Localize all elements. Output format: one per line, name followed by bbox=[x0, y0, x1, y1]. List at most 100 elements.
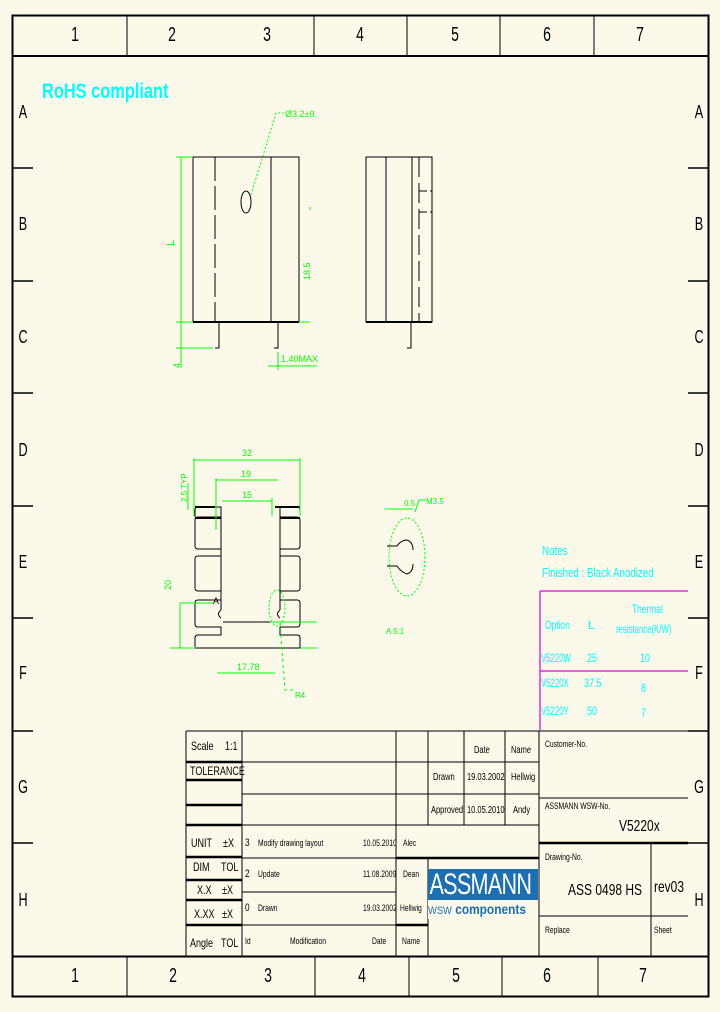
options-header-l: L bbox=[588, 618, 595, 632]
options-row-2-thermal: 8 bbox=[641, 681, 647, 695]
zone-row-d: D bbox=[18, 440, 28, 460]
options-header-thermal-2: resistance(K/W) bbox=[616, 622, 672, 636]
detail-scale-label: A 5:1 bbox=[386, 627, 405, 636]
zone-column-3-bottom: 3 bbox=[264, 965, 272, 987]
options-row-3-l: 50 bbox=[587, 704, 598, 718]
bottom-17-78-dim: 17.78 bbox=[237, 662, 260, 672]
revision-3-date: 10.05.2010 bbox=[363, 838, 397, 848]
hole-diameter-dim: Ø3.2±0. bbox=[285, 109, 317, 119]
options-header-thermal-1: Thermal bbox=[632, 602, 663, 616]
zone-column-6: 6 bbox=[543, 24, 551, 46]
revision-0-date: 19.03.2002 bbox=[363, 903, 397, 913]
detail-radius-dim: 0.5 bbox=[404, 499, 416, 508]
tol-angle: Angle bbox=[190, 936, 214, 950]
tol-unit: UNIT bbox=[191, 836, 212, 850]
zone-row-h: H bbox=[18, 890, 28, 910]
zone-column-4: 4 bbox=[356, 24, 364, 46]
revision-value: rev03 bbox=[654, 879, 685, 896]
zone-row-g: G bbox=[18, 777, 28, 797]
rohs-compliant-label: RoHS compliant bbox=[42, 80, 169, 103]
zone-row-e: E bbox=[18, 552, 28, 572]
options-row-3-thermal: 7 bbox=[641, 706, 647, 720]
zone-column-7-bottom: 7 bbox=[639, 965, 647, 987]
front-view-drawing: Ø3.2±0. L 18.5 1.40MAX 4 bbox=[165, 109, 318, 370]
rev-header-modification: Modification bbox=[290, 936, 327, 946]
notes-title: Notes bbox=[542, 543, 568, 558]
zone-row-a-right: A bbox=[694, 102, 704, 122]
approved-label: Approved bbox=[431, 805, 464, 816]
tol-dim-value: TOL bbox=[221, 860, 239, 874]
revision-0-id: 0 bbox=[245, 902, 250, 914]
zone-row-e-right: E bbox=[694, 552, 704, 572]
inner-height-dim: 18.5 bbox=[302, 262, 312, 280]
detail-view-drawing: 0.5 M3.5 A 5:1 bbox=[385, 497, 444, 636]
width-15-dim: 15 bbox=[242, 490, 252, 500]
zone-row-b-right: B bbox=[694, 214, 704, 234]
scale-label: Scale bbox=[191, 739, 214, 753]
rev-header-date: Date bbox=[372, 936, 387, 946]
assmann-no-value: V5220x bbox=[619, 818, 660, 835]
zone-column-2-bottom: 2 bbox=[169, 965, 177, 987]
approved-name: Andy bbox=[513, 805, 531, 816]
zone-row-c: C bbox=[18, 327, 28, 347]
zone-column-3: 3 bbox=[263, 24, 271, 46]
revision-2-id: 2 bbox=[245, 868, 250, 880]
options-table-frame bbox=[539, 590, 688, 730]
revision-0-name: Hellwig bbox=[400, 903, 422, 913]
notes-finish: Finished : Black Anodized bbox=[542, 565, 654, 580]
options-row-2-l: 37.5 bbox=[584, 676, 602, 690]
zone-column-5: 5 bbox=[451, 24, 459, 46]
revision-0-modification: Drawn bbox=[258, 903, 278, 913]
logo-main-text: ASSMANN bbox=[428, 869, 538, 900]
zone-row-a: A bbox=[18, 102, 28, 122]
rev-header-name: Name bbox=[402, 936, 421, 946]
assmann-logo: ASSMANN WSW components bbox=[428, 869, 538, 919]
options-row-2-option: V5220X bbox=[541, 676, 569, 690]
drawn-date: 19.03.2002 bbox=[467, 772, 505, 783]
detail-thread-dim: M3.5 bbox=[426, 497, 444, 506]
revision-2-modification: Update bbox=[258, 869, 280, 879]
width-32-dim: 32 bbox=[242, 448, 252, 458]
tol-x-x-value: ±X bbox=[222, 883, 233, 897]
tol-x-xx: X.XX bbox=[194, 907, 215, 921]
zone-row-f: F bbox=[19, 663, 27, 683]
height-20-dim: 20 bbox=[163, 580, 173, 590]
drawing-no-label: Drawing-No. bbox=[545, 852, 583, 862]
assmann-no-label: ASSMANN WSW-No. bbox=[545, 801, 611, 811]
options-row-3-option: V5220Y bbox=[541, 704, 569, 718]
scale-value: 1:1 bbox=[225, 739, 238, 753]
customer-no-label: Customer-No. bbox=[545, 739, 588, 749]
zone-column-2: 2 bbox=[168, 24, 176, 46]
fin-typ-dim: 2.5 TYP bbox=[180, 473, 189, 502]
options-row-1-thermal: 10 bbox=[640, 651, 651, 665]
sheet-label: Sheet bbox=[654, 925, 672, 935]
tol-unit-value: ±X bbox=[223, 836, 234, 850]
rev-header-id: Id bbox=[245, 936, 251, 946]
date-header: Date bbox=[474, 745, 490, 756]
zone-column-6-bottom: 6 bbox=[543, 965, 551, 987]
zone-row-h-right: H bbox=[694, 890, 704, 910]
r4-leader-label: R4 bbox=[295, 691, 306, 700]
width-19-dim: 19 bbox=[241, 469, 251, 479]
replace-label: Replace bbox=[545, 925, 570, 935]
zone-column-7: 7 bbox=[636, 24, 644, 46]
name-header: Name bbox=[511, 745, 532, 756]
drawn-name: Hellwig bbox=[511, 772, 536, 783]
zone-row-d-right: D bbox=[694, 440, 704, 460]
bottom-dim: 4 bbox=[172, 363, 182, 368]
revision-3-id: 3 bbox=[245, 837, 250, 849]
zone-column-4-bottom: 4 bbox=[358, 965, 366, 987]
options-row-1-l: 25 bbox=[587, 651, 598, 665]
revision-3-name: Alec bbox=[403, 838, 417, 848]
zone-row-b: B bbox=[18, 214, 28, 234]
zone-row-f-right: F bbox=[695, 663, 703, 683]
zone-column-1-bottom: 1 bbox=[71, 965, 79, 987]
drawing-no-value: ASS 0498 HS bbox=[568, 882, 643, 899]
profile-view-drawing: 32 19 15 2.5 TYP 20 17.78 A R4 bbox=[163, 448, 317, 700]
detail-a-marker: A bbox=[213, 596, 219, 606]
tol-x-x: X.X bbox=[197, 883, 212, 897]
tol-x-xx-value: ±X bbox=[222, 907, 233, 921]
zone-row-c-right: C bbox=[694, 327, 704, 347]
approved-date: 10.05.2010 bbox=[467, 805, 505, 816]
